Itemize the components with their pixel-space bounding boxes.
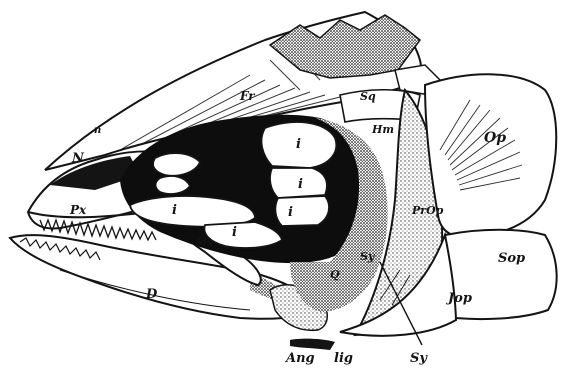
- label-sy-upper: Sy: [360, 250, 376, 263]
- label-i-5: i: [232, 225, 237, 240]
- label-sq: Sq: [360, 90, 376, 103]
- label-preop: PrOp: [411, 204, 444, 217]
- label-hm: Hm: [371, 123, 394, 136]
- label-fr: Fr: [239, 89, 256, 103]
- label-jop: Jop: [445, 291, 472, 306]
- label-mx: Mx: [195, 238, 214, 249]
- label-sop: Sop: [498, 251, 525, 266]
- label-n-small: n: [94, 125, 101, 136]
- opercle: [425, 74, 556, 238]
- label-i-2: i: [298, 177, 303, 192]
- label-ang: Ang: [284, 351, 315, 366]
- label-N: N: [71, 151, 85, 166]
- label-op: Op: [484, 130, 506, 146]
- label-sy-lower: Sy: [410, 351, 428, 366]
- angular-bone: [290, 339, 335, 350]
- label-q: Q: [330, 268, 340, 281]
- label-i-4: i: [288, 205, 293, 220]
- label-i-1: i: [296, 137, 301, 152]
- label-lig: lig: [334, 351, 353, 366]
- label-d: D: [145, 287, 158, 302]
- label-px: Px: [69, 203, 87, 217]
- label-i-3: i: [172, 203, 177, 218]
